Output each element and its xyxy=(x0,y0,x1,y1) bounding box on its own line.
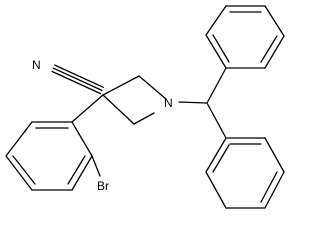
azetidine-nitrogen-label: N xyxy=(164,96,173,110)
upper-phenyl-ring xyxy=(205,5,285,104)
nitrile-nitrogen-label: N xyxy=(32,58,41,72)
n-ch-bond xyxy=(178,101,208,104)
chemical-structure: N N xyxy=(5,5,285,209)
lower-phenyl-ring xyxy=(205,102,285,209)
c-br-bond xyxy=(91,155,101,177)
bromine-label: Br xyxy=(97,179,109,193)
bromophenyl-ring xyxy=(5,94,104,191)
azetidine-ring xyxy=(102,75,167,125)
nitrile-triple-bond xyxy=(51,64,104,95)
